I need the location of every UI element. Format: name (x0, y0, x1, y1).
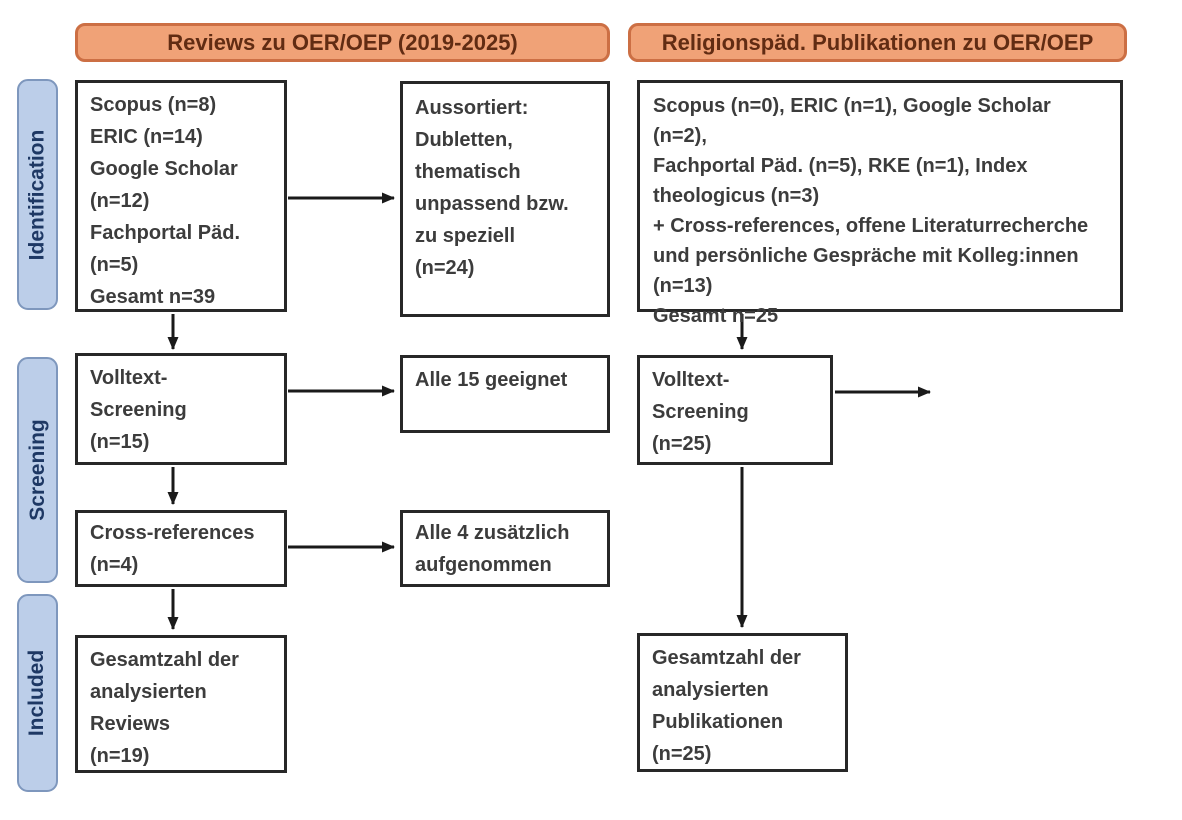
box-right-included-total: Gesamtzahl der analysierten Publikatione… (637, 633, 848, 772)
stage-label-included: Included (17, 594, 58, 792)
stage-label-screening-text: Screening (25, 419, 49, 521)
box-left-fulltext-screening: Volltext- Screening (n=15) (75, 353, 287, 465)
stage-label-identification: Identification (17, 79, 58, 310)
box-right-fulltext-screening: Volltext- Screening (n=25) (637, 355, 833, 465)
box-left-cross-references: Cross-references (n=4) (75, 510, 287, 587)
stage-label-screening: Screening (17, 357, 58, 583)
header-reviews-flow: Reviews zu OER/OEP (2019-2025) (75, 23, 610, 62)
box-left-crossref-result: Alle 4 zusätzlich aufgenommen (400, 510, 610, 587)
header-religionspaed-flow: Religionspäd. Publikationen zu OER/OEP (628, 23, 1127, 62)
box-right-identification-sources: Scopus (n=0), ERIC (n=1), Google Scholar… (637, 80, 1123, 327)
box-left-included-total: Gesamtzahl der analysierten Reviews (n=1… (75, 635, 287, 773)
box-left-identification-sources: Scopus (n=8) ERIC (n=14) Google Scholar … (75, 80, 287, 312)
box-left-fulltext-result: Alle 15 geeignet (400, 355, 610, 433)
stage-label-included-text: Included (25, 649, 49, 737)
box-left-excluded-records: Aussortiert: Dubletten, thematisch unpas… (400, 81, 610, 317)
stage-label-identification-text: Identification (25, 129, 49, 260)
